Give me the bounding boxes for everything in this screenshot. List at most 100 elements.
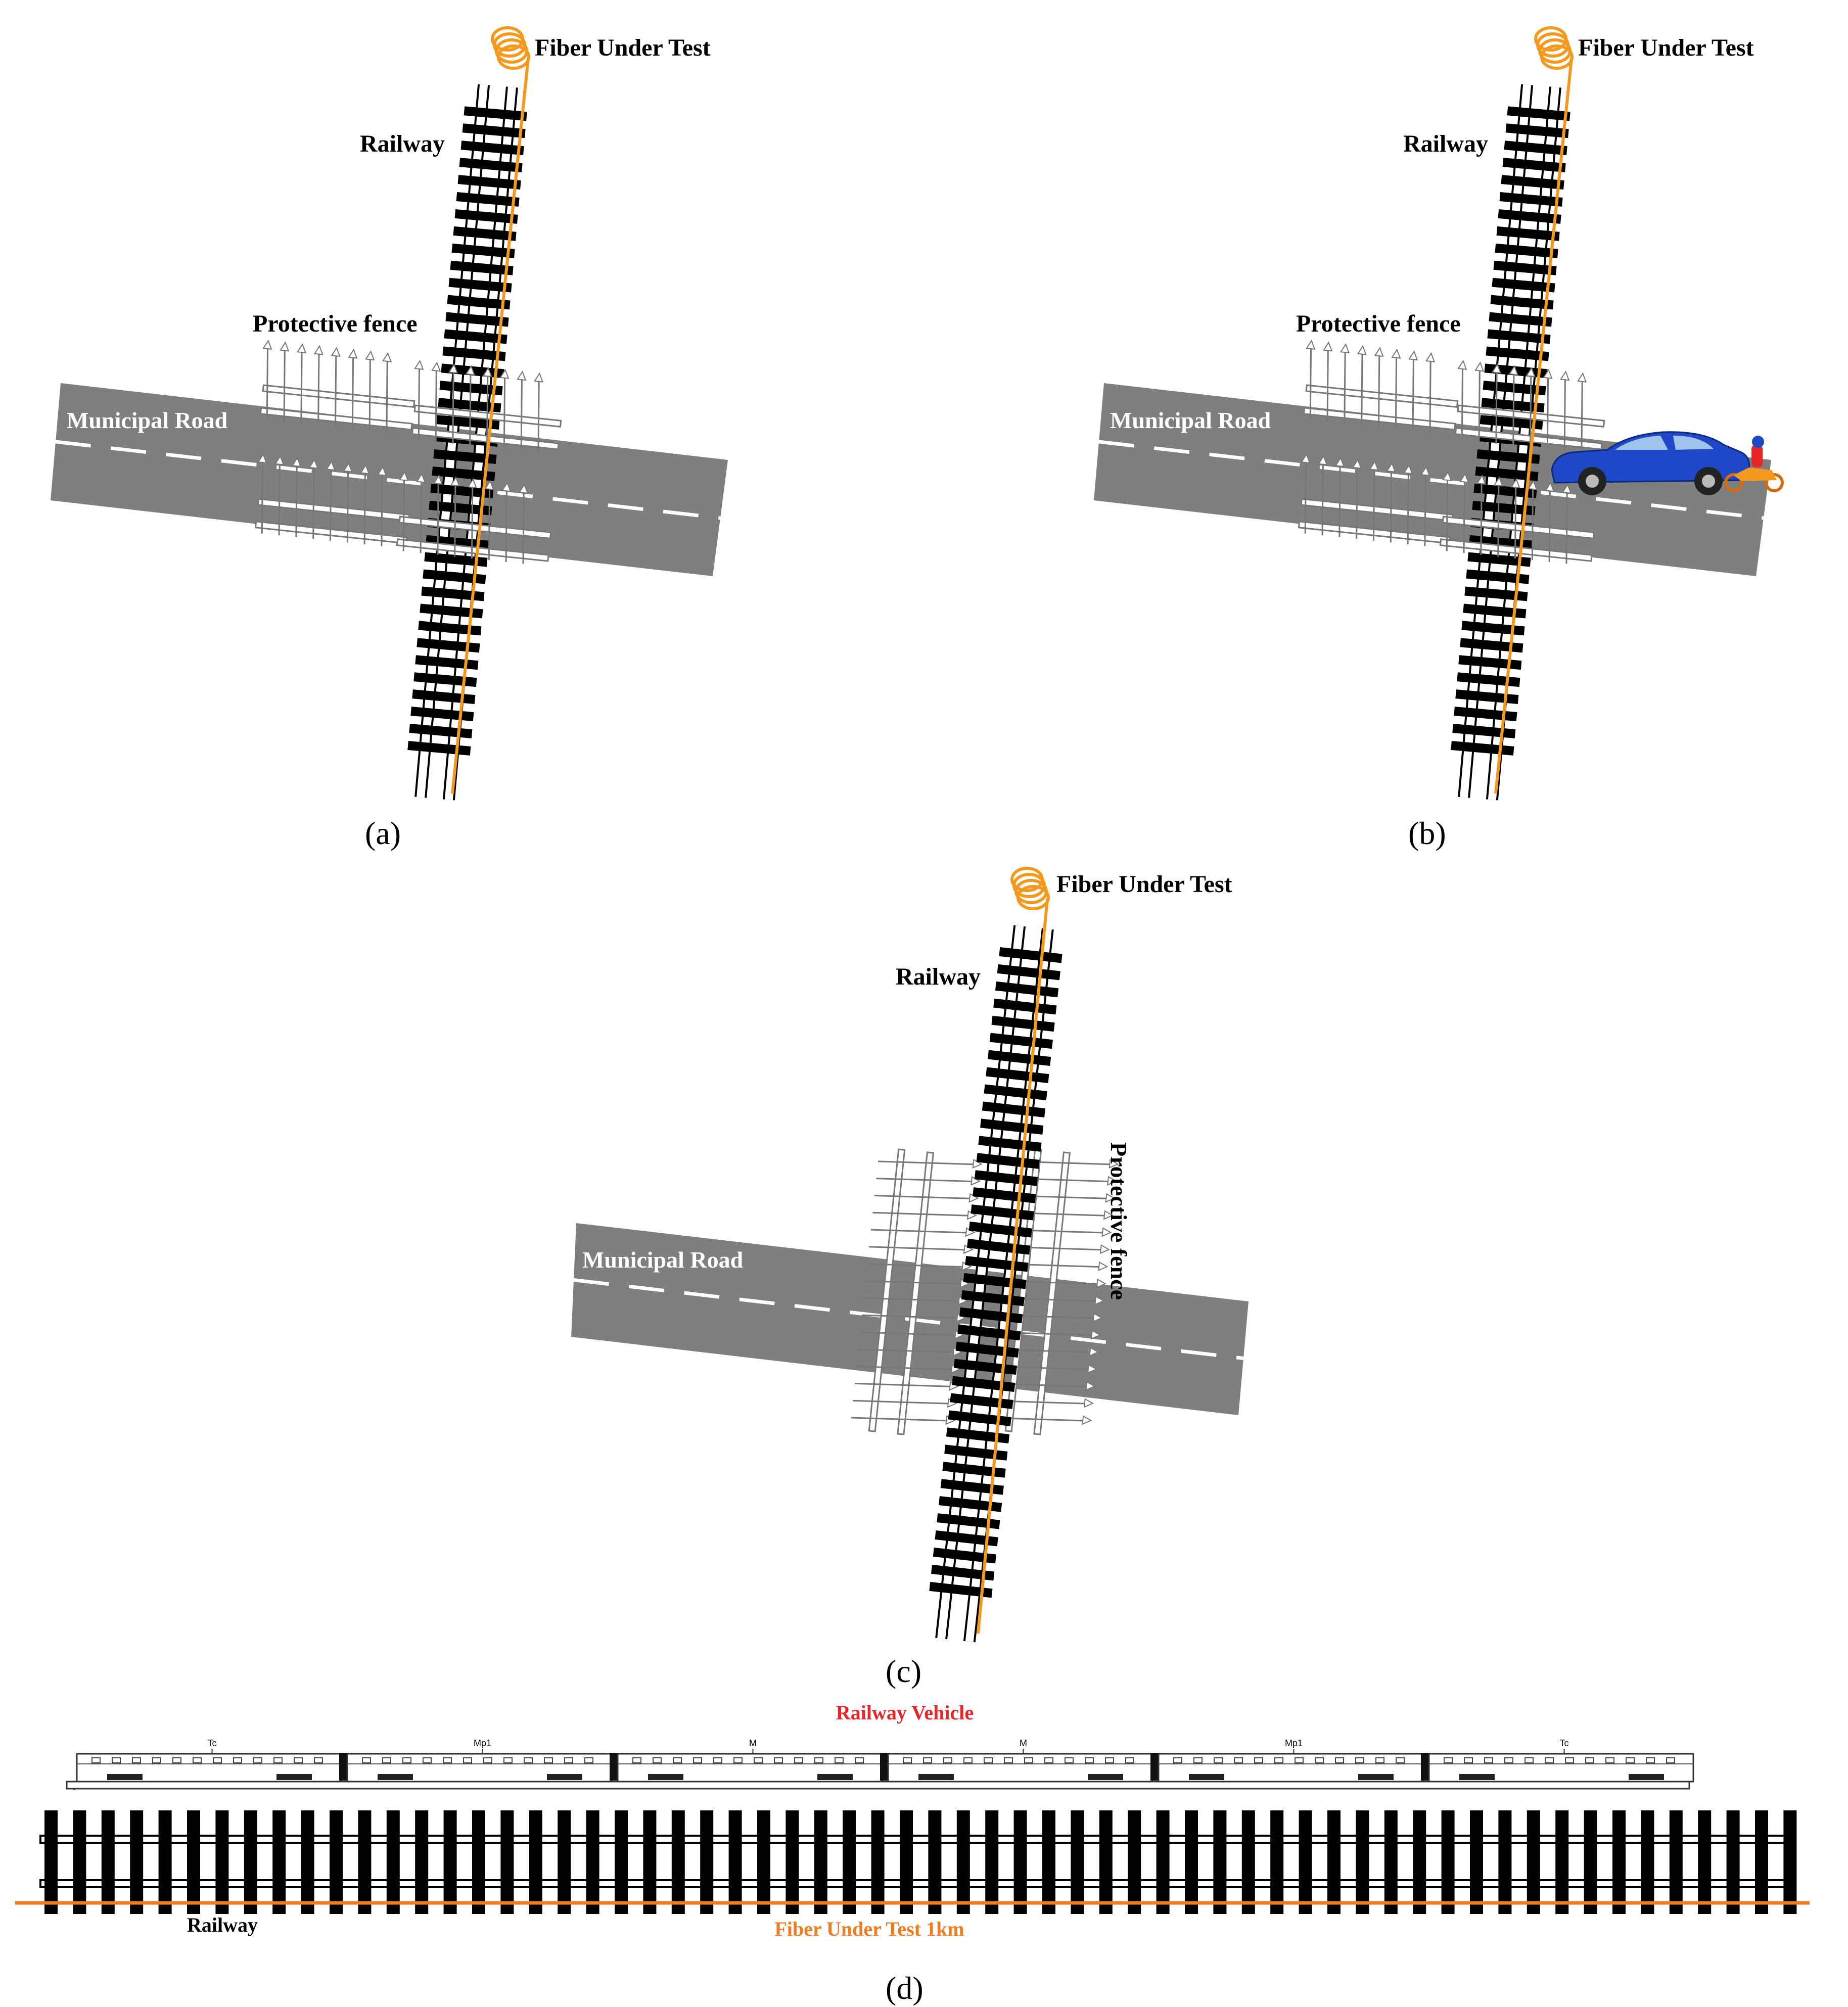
- fence-spike: [1577, 372, 1587, 383]
- fence-picket: [486, 373, 489, 447]
- track-sleeper: [1128, 1810, 1141, 1914]
- fiber-coil-icon: [1534, 26, 1574, 70]
- car-window: [943, 1757, 952, 1763]
- car-window: [855, 1757, 864, 1763]
- fence-spike: [257, 453, 267, 463]
- track-sleeper: [965, 1255, 1029, 1272]
- fence-picket: [1356, 464, 1358, 539]
- coil-loop: [497, 44, 530, 70]
- railway-label: Railway: [1403, 130, 1488, 157]
- track-sleeper: [450, 260, 514, 275]
- track-sleeper: [459, 158, 523, 173]
- panel-label-a: (a): [365, 815, 401, 851]
- fence-spike: [1108, 1158, 1119, 1169]
- fence-section: [1454, 359, 1605, 453]
- fence-spike: [1094, 1295, 1105, 1305]
- fence-spike: [1085, 1381, 1096, 1391]
- track-sleeper: [1013, 1810, 1027, 1914]
- car-window: [584, 1757, 593, 1763]
- fence-picket: [876, 1178, 973, 1183]
- track-sleeper: [971, 1204, 1034, 1221]
- track-sleeper: [1489, 312, 1552, 327]
- track-sleeper: [410, 707, 474, 721]
- track-sleeper: [1480, 415, 1543, 430]
- track-sleeper: [956, 1810, 970, 1914]
- fence-section: [1439, 471, 1595, 564]
- track-sleeper: [158, 1810, 172, 1914]
- fence-picket: [851, 1417, 948, 1422]
- fence-spike: [274, 455, 285, 465]
- track-sleeper: [1460, 638, 1523, 653]
- fiber-line: [451, 58, 530, 794]
- car-window: [693, 1757, 702, 1763]
- fence-picket: [1548, 488, 1551, 562]
- fence-spike: [1323, 341, 1333, 352]
- track-sleeper: [413, 672, 477, 687]
- fence-picket: [1548, 369, 1556, 440]
- car-window: [794, 1757, 803, 1763]
- track-sleeper: [456, 192, 520, 207]
- fence-picket: [1304, 459, 1307, 534]
- railway-label: Railway: [360, 130, 445, 157]
- fence-spike: [1082, 1415, 1092, 1425]
- fence-spike: [465, 365, 475, 376]
- track-sleeper: [1071, 1810, 1084, 1914]
- fence-picket: [1424, 472, 1426, 546]
- fence-picket: [858, 1348, 955, 1353]
- fence-spike: [343, 462, 353, 473]
- fence-picket: [452, 369, 454, 444]
- car-window: [903, 1757, 912, 1763]
- track-sleeper: [1698, 1810, 1712, 1914]
- track-sleeper: [457, 175, 521, 190]
- car-window: [1484, 1757, 1493, 1763]
- track-sleeper: [993, 998, 1057, 1015]
- fence-picket: [312, 464, 315, 539]
- car-window: [1565, 1757, 1574, 1763]
- fence-spike: [1560, 370, 1570, 381]
- fence-picket: [1563, 377, 1566, 451]
- car-window: [963, 1757, 973, 1763]
- fence-picket: [488, 486, 491, 561]
- car-window: [1105, 1757, 1114, 1763]
- car-window: [1295, 1757, 1304, 1763]
- fence-picket: [1495, 369, 1498, 444]
- fence-spike: [326, 460, 336, 471]
- fence-picket: [1379, 349, 1387, 419]
- track-sleeper: [1505, 123, 1569, 138]
- car-window: [1396, 1757, 1405, 1763]
- fence-picket: [1429, 358, 1431, 433]
- fence-spike: [360, 464, 370, 475]
- fence-picket: [1514, 484, 1517, 558]
- track-sleeper: [409, 724, 473, 738]
- fence-picket: [869, 1246, 965, 1251]
- fence-picket: [1344, 349, 1346, 424]
- track-sleeper: [1454, 707, 1517, 721]
- fence-spike: [331, 347, 341, 357]
- fence-picket: [454, 482, 456, 557]
- railway-label: Railway: [187, 1913, 258, 1936]
- fence-spike: [1107, 1176, 1118, 1186]
- fence-picket: [1309, 345, 1312, 420]
- car-window: [1626, 1757, 1635, 1763]
- track-sleeper: [995, 981, 1059, 998]
- fence-picket: [346, 468, 349, 543]
- track-sleeper: [1451, 740, 1514, 756]
- car-bogie: [276, 1774, 312, 1780]
- fence-rail: [262, 384, 415, 408]
- track-sleeper: [451, 243, 515, 258]
- track-sleeper: [442, 346, 506, 361]
- track-sleeper: [1463, 603, 1527, 619]
- car-window: [273, 1757, 283, 1763]
- fence-picket: [1396, 349, 1404, 419]
- fence-picket: [435, 367, 437, 442]
- fiber-label: Fiber Under Test: [535, 34, 711, 61]
- fence-picket: [853, 1399, 949, 1405]
- fence-rail: [897, 1151, 935, 1435]
- car-window: [423, 1757, 432, 1763]
- train-car: M: [617, 1738, 890, 1783]
- car-window: [1504, 1757, 1513, 1763]
- track-sleeper: [643, 1810, 657, 1914]
- fence-spike: [1386, 462, 1396, 473]
- fence-picket: [1497, 482, 1500, 557]
- track-sleeper: [959, 1307, 1023, 1324]
